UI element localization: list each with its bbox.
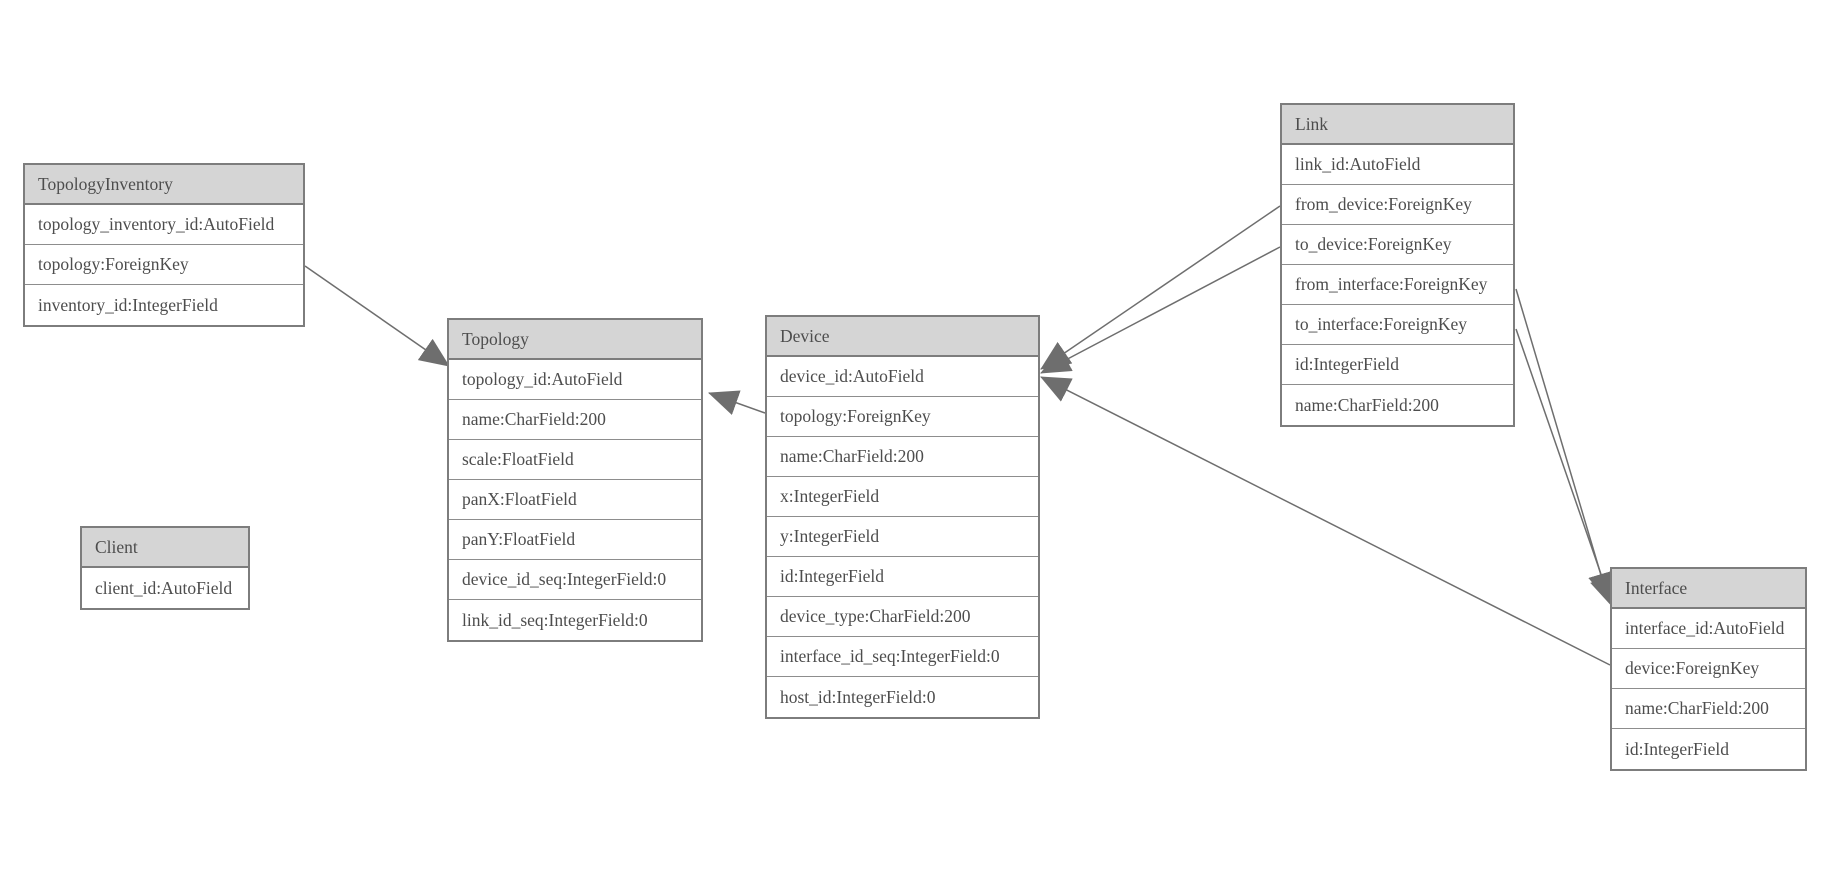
entity-device-field-name: name:CharField:200 <box>767 437 1038 477</box>
entity-client-field-client_id: client_id:AutoField <box>95 577 233 598</box>
entity-link-field-link_id: link_id:AutoField <box>1282 145 1513 185</box>
entity-client[interactable]: Client client_id:AutoField <box>80 526 250 610</box>
entity-topology-field-name: name:CharField:200 <box>449 400 701 440</box>
edge-topologyinventory-topology <box>304 265 450 367</box>
entity-topology-field-panX: panX:FloatField <box>449 480 701 520</box>
entity-link-field-to_device: to_device:ForeignKey <box>1282 225 1513 265</box>
entity-interface-field-name: name:CharField:200 <box>1612 689 1805 729</box>
entity-interface-field-id: id:IntegerField <box>1625 738 1730 759</box>
entity-device-field-interface_id_seq: interface_id_seq:IntegerField:0 <box>767 637 1038 677</box>
entity-device-field-y: y:IntegerField <box>767 517 1038 557</box>
entity-link-field-from_device: from_device:ForeignKey <box>1282 185 1513 225</box>
entity-device-field-host_id: host_id:IntegerField:0 <box>780 686 936 707</box>
entity-interface-field-device: device:ForeignKey <box>1612 649 1805 689</box>
entity-device-field-topology: topology:ForeignKey <box>767 397 1038 437</box>
entity-device-title: Device <box>767 317 1038 357</box>
entity-link-field-id: id:IntegerField <box>1282 345 1513 385</box>
entity-interface-title: Interface <box>1612 569 1805 609</box>
edge-link-to_interface-interface <box>1515 328 1615 607</box>
edge-link-from_device-device <box>1040 205 1281 370</box>
edge-link-from_interface-interface <box>1515 288 1614 603</box>
entity-client-title: Client <box>82 528 248 568</box>
entity-device-field-id: id:IntegerField <box>767 557 1038 597</box>
entity-topologyinventory-field-inventory_id: inventory_id:IntegerField <box>38 294 218 315</box>
edge-link-to_device-device <box>1040 246 1281 374</box>
entity-link-field-name: name:CharField:200 <box>1295 394 1439 415</box>
entity-link-field-to_interface: to_interface:ForeignKey <box>1282 305 1513 345</box>
entity-topology-field-panY: panY:FloatField <box>449 520 701 560</box>
entity-device-field-device_id: device_id:AutoField <box>767 357 1038 397</box>
entity-topology-title: Topology <box>449 320 701 360</box>
entity-topology-field-topology_id: topology_id:AutoField <box>449 360 701 400</box>
entity-topologyinventory-field-topology_inventory_id: topology_inventory_id:AutoField <box>25 205 303 245</box>
entity-link-title: Link <box>1282 105 1513 145</box>
entity-topologyinventory-title: TopologyInventory <box>25 165 303 205</box>
entity-link-field-from_interface: from_interface:ForeignKey <box>1282 265 1513 305</box>
entity-interface-field-interface_id: interface_id:AutoField <box>1612 609 1805 649</box>
entity-device-field-x: x:IntegerField <box>767 477 1038 517</box>
entity-device-field-device_type: device_type:CharField:200 <box>767 597 1038 637</box>
entity-topology-field-link_id_seq: link_id_seq:IntegerField:0 <box>462 609 648 630</box>
edge-device-topology <box>708 390 766 415</box>
entity-topology-field-device_id_seq: device_id_seq:IntegerField:0 <box>449 560 701 600</box>
entity-topology-field-scale: scale:FloatField <box>449 440 701 480</box>
entity-topologyinventory-field-topology: topology:ForeignKey <box>25 245 303 285</box>
